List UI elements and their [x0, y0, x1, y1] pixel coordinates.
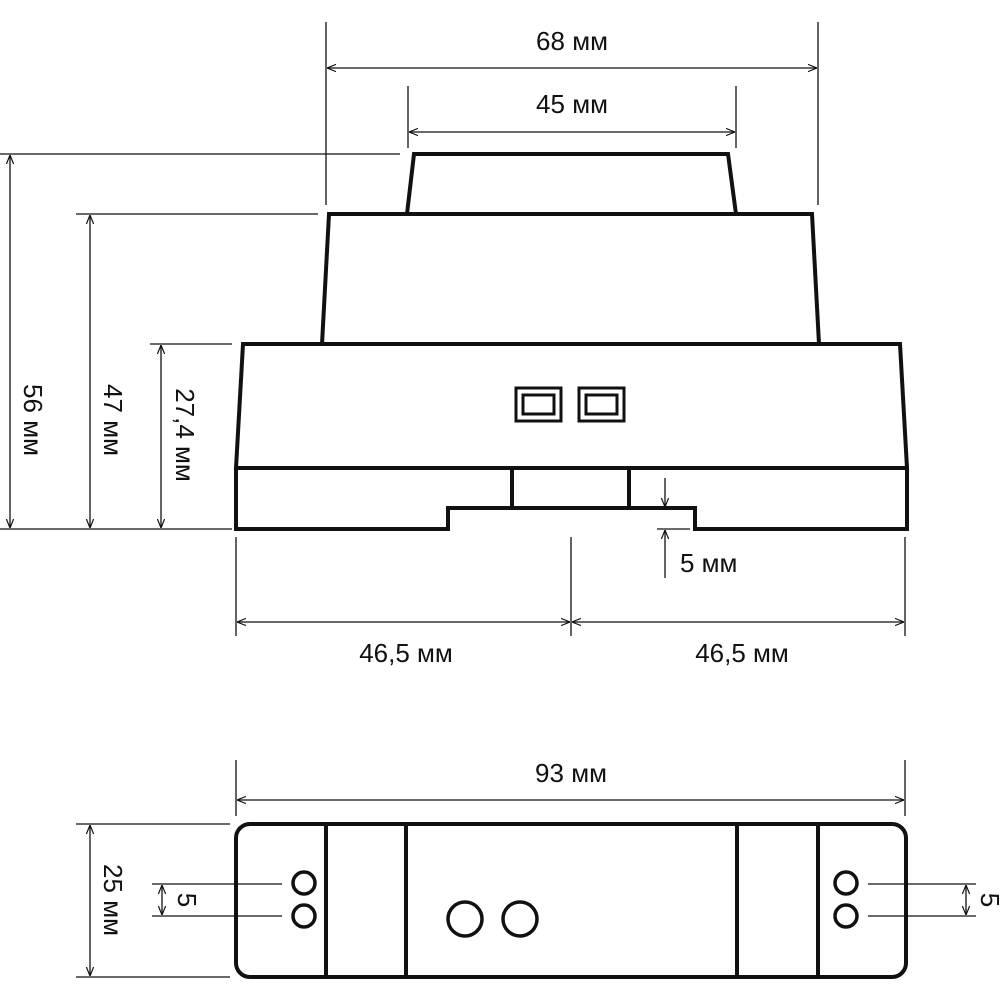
device-base-housing: [233, 342, 910, 470]
dim-label-56: 56 мм: [18, 384, 48, 456]
device-top-cap: [405, 152, 738, 215]
dim-label-right-5: 5: [975, 893, 1000, 907]
top-view: 93 мм 25 мм 5 5: [76, 758, 1000, 979]
dim-label-45: 45 мм: [536, 89, 608, 119]
device-base-foot: [234, 468, 909, 531]
front-view: 68 мм 45 мм 56 мм 47 мм 27,4 мм 5 мм 46: [0, 22, 910, 668]
center-button-right: [501, 900, 539, 938]
center-button-left: [446, 900, 484, 938]
terminal-hole-left-top: [291, 870, 317, 896]
device-middle-section: [320, 212, 821, 345]
dim-label-93: 93 мм: [535, 758, 607, 788]
terminal-hole-right-bottom: [833, 903, 859, 929]
terminal-hole-left-bottom: [291, 903, 317, 929]
indicator-square-left: [514, 386, 563, 423]
dim-label-left-5: 5: [172, 893, 202, 907]
dim-label-46-5-right: 46,5 мм: [695, 638, 789, 668]
terminal-hole-right-top: [833, 870, 859, 896]
device-top-outline: [234, 822, 908, 979]
dim-label-46-5-left: 46,5 мм: [359, 638, 453, 668]
dim-label-25: 25 мм: [98, 864, 128, 936]
dim-label-5: 5 мм: [680, 548, 737, 578]
dim-label-27-4: 27,4 мм: [170, 388, 200, 482]
indicator-square-right: [577, 386, 626, 423]
dim-label-68: 68 мм: [536, 26, 608, 56]
dim-label-47: 47 мм: [98, 384, 128, 456]
